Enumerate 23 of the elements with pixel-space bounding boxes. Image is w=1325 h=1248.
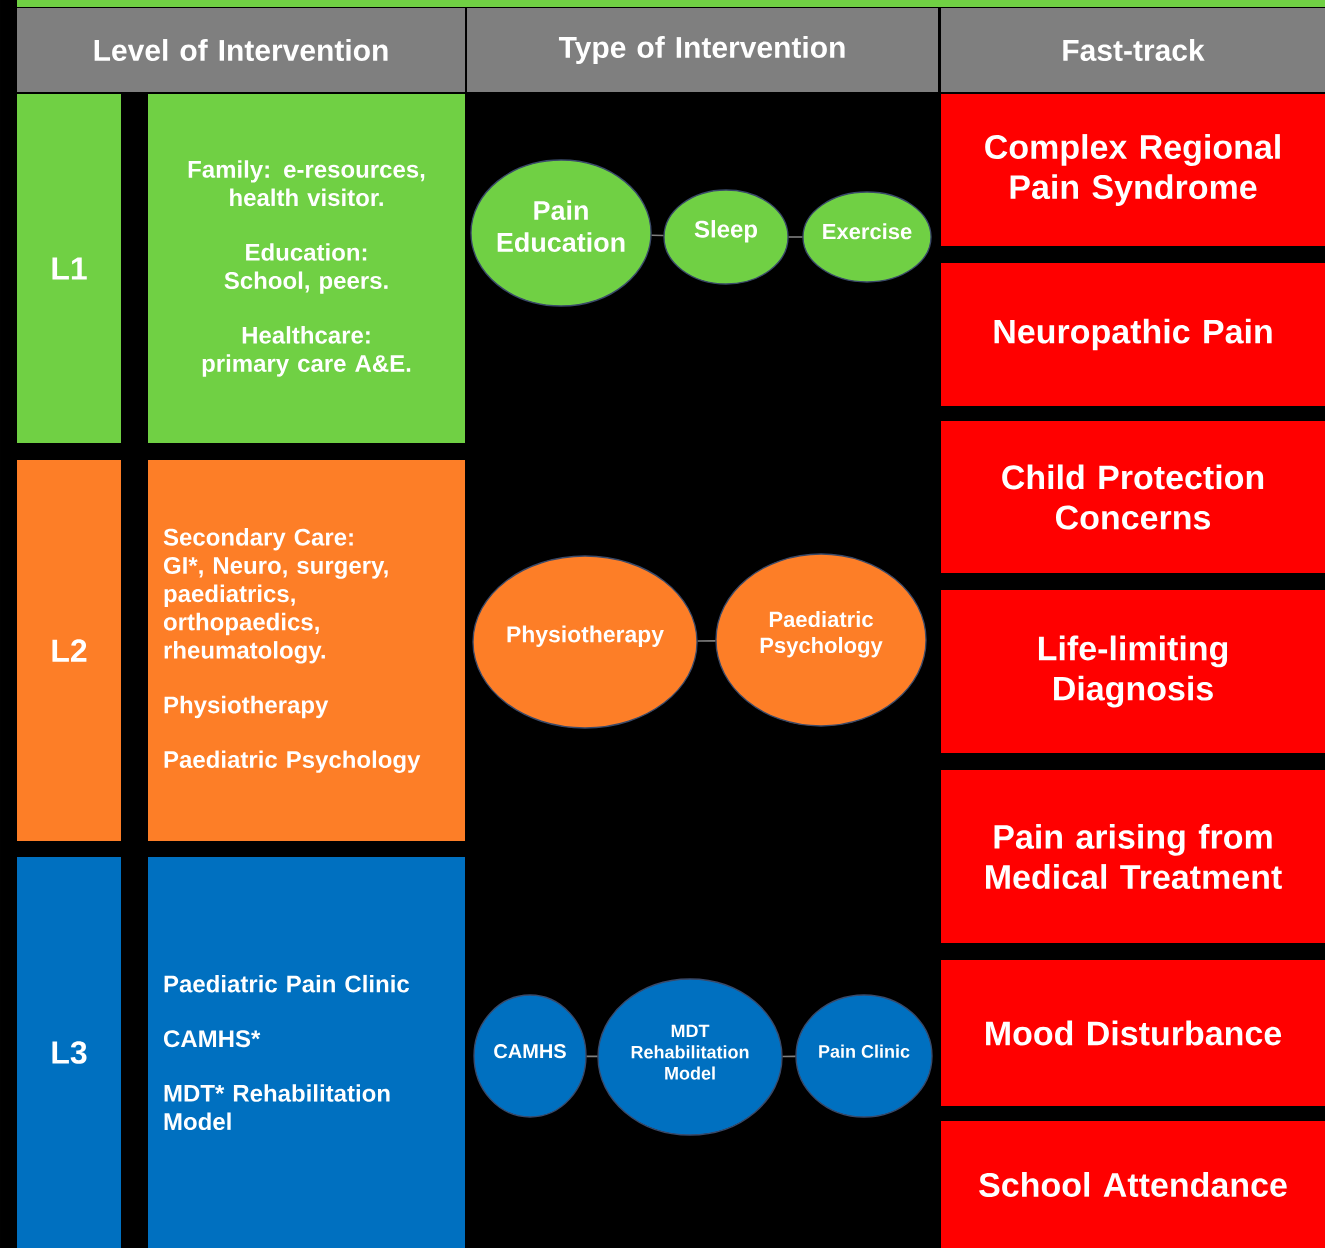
connector-line xyxy=(787,236,804,238)
fast-track-box: Complex Regional Pain Syndrome xyxy=(941,94,1325,246)
fast-track-box: Neuropathic Pain xyxy=(941,263,1325,406)
connector-line xyxy=(585,1055,599,1058)
node-label: Type of Intervention xyxy=(558,36,845,64)
node-label: Level of Intervention xyxy=(94,38,388,62)
column-header: Type of Intervention xyxy=(467,8,938,92)
connector-line xyxy=(696,640,717,642)
fast-track-box: Mood Disturbance xyxy=(941,960,1325,1106)
connector-line xyxy=(650,234,665,237)
description-box: Paediatric Pain Clinic CAMHS* MDT* Rehabilitation Model xyxy=(148,857,465,1248)
fast-track-box: School Attendance xyxy=(941,1121,1325,1248)
description-box: Family: e-resources, health visitor. Education: School, peers. Healthcare: primary care A&E. xyxy=(148,94,465,443)
level-box: L1 xyxy=(17,94,121,443)
fast-track-box: Pain arising from Medical Treatment xyxy=(941,770,1325,943)
description-box: Secondary Care: GI*, Neuro, surgery, paediatrics, orthopaedics, rheumatology. Physiotherapy Paediatric Psychology xyxy=(148,460,465,841)
level-box: L3 xyxy=(17,857,121,1248)
connector-line xyxy=(781,1055,797,1058)
column-header: Fast-track xyxy=(941,8,1325,92)
fast-track-box: Child Protection Concerns xyxy=(941,421,1325,573)
fast-track-box: Life-limiting Diagnosis xyxy=(941,590,1325,753)
level-box: L2 xyxy=(17,460,121,841)
column-header: Level of Intervention xyxy=(17,8,465,92)
